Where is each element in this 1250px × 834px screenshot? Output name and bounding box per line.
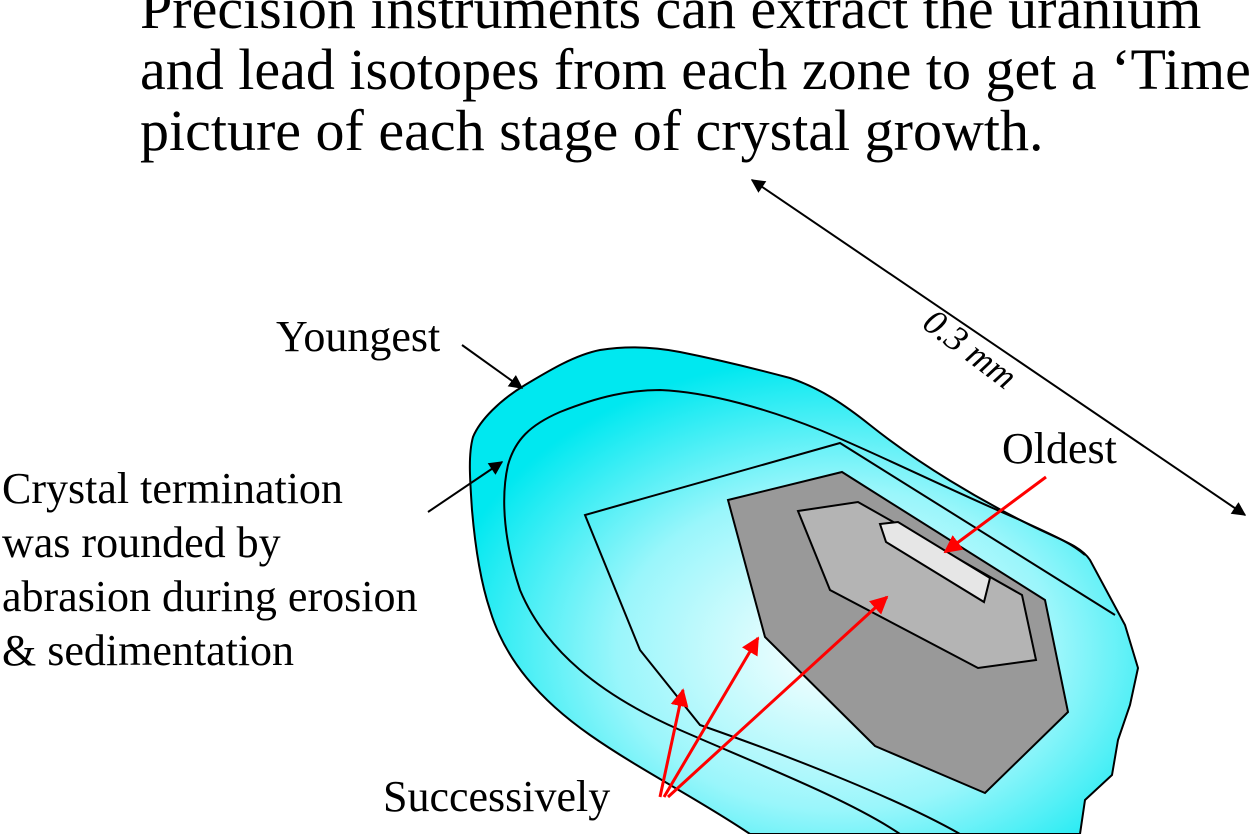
termination-line-1: Crystal termination — [2, 464, 343, 513]
oldest-core — [878, 520, 992, 604]
termination-line-3: abrasion during erosion — [2, 572, 418, 621]
successively-pointer-2 — [662, 636, 760, 798]
termination-pointer — [427, 461, 504, 513]
label-oldest: Oldest — [1002, 424, 1117, 473]
termination-line-4: & sedimentation — [2, 626, 295, 675]
growth-zone-line-2 — [583, 441, 1116, 834]
youngest-pointer — [461, 344, 524, 389]
label-youngest: Youngest — [276, 312, 441, 361]
heading-line-3: picture of each stage of crystal growth. — [140, 98, 1044, 163]
oldest-pointer — [943, 475, 1047, 554]
successively-pointer-3 — [666, 595, 889, 799]
label-successively: Successively — [383, 772, 611, 821]
termination-line-2: was rounded by — [2, 518, 281, 567]
scale-arrow — [750, 179, 1247, 516]
heading-text: Precision instruments can extract the ur… — [140, 0, 1250, 163]
label-termination: Crystal termination was rounded by abras… — [2, 462, 417, 678]
successively-pointer-1 — [658, 688, 689, 798]
heading-line-2: and lead isotopes from each zone to get … — [140, 37, 1250, 102]
heading-line-1: Precision instruments can extract the ur… — [140, 0, 1202, 41]
